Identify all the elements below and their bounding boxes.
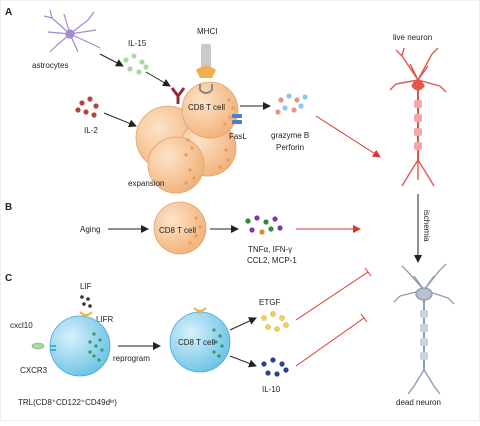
arrow-cell-to-il10 bbox=[229, 355, 257, 368]
il15-receptor-icon bbox=[170, 87, 186, 104]
il10-label: IL-10 bbox=[262, 385, 281, 394]
fasl-label: FasL bbox=[229, 132, 247, 141]
etgf-dots bbox=[261, 311, 289, 332]
lifr-label: LIFR bbox=[96, 315, 114, 324]
il2-dots bbox=[75, 96, 99, 118]
arrow-il2-to-cells bbox=[103, 112, 137, 128]
cd8-cell-label-b: CD8 T cell bbox=[159, 226, 196, 235]
cxcr3-label: CXCR3 bbox=[20, 366, 48, 375]
il2-label: IL-2 bbox=[84, 126, 98, 135]
etgf-label: ETGF bbox=[259, 298, 280, 307]
lif-label: LIF bbox=[80, 282, 92, 291]
cytokines-label-2: CCL2, MCP-1 bbox=[247, 256, 297, 265]
dead-neuron-myelin bbox=[420, 310, 428, 360]
granzyme-label: grazyme B bbox=[271, 131, 309, 140]
mhci-icon bbox=[196, 44, 216, 78]
arrow-astrocyte-to-il15 bbox=[99, 53, 124, 67]
panel-label-b: B bbox=[5, 202, 12, 213]
expansion-label: expansion bbox=[128, 179, 164, 188]
astrocytes-label: astrocytes bbox=[32, 61, 68, 70]
live-neuron-label: live neuron bbox=[393, 33, 432, 42]
ischemia-label: ischemia bbox=[422, 210, 431, 242]
cxcl10-label: cxcl10 bbox=[10, 321, 33, 330]
il15-label: IL-15 bbox=[128, 39, 147, 48]
inhibit-il10 bbox=[295, 313, 368, 367]
aging-label: Aging bbox=[80, 225, 100, 234]
cd8-cell-b bbox=[153, 201, 207, 255]
cxcr3-receptor-icon bbox=[50, 345, 56, 351]
cd8-cell-cluster bbox=[135, 81, 242, 194]
dead-neuron-label: dead neuron bbox=[396, 398, 441, 407]
tcr-receptor-icon bbox=[199, 84, 213, 94]
cxcl10-icon bbox=[31, 342, 45, 350]
il15-dots bbox=[123, 53, 149, 75]
perforin-label: Perforin bbox=[276, 143, 304, 152]
mhci-label: MHCI bbox=[197, 27, 217, 36]
granzyme-dots bbox=[275, 93, 308, 115]
cd8-cell-label-c: CD8 T cell bbox=[178, 338, 215, 347]
arrow-granzyme-to-neuron bbox=[315, 115, 381, 158]
lifr-receptor-icon bbox=[79, 311, 93, 318]
cd8-cell-c bbox=[169, 307, 231, 373]
trl-label: TRL(CD8⁺CD122⁺CD49dˡᵒ) bbox=[18, 398, 117, 407]
astrocyte-icon bbox=[43, 9, 101, 53]
panel-label-c: C bbox=[5, 273, 12, 284]
trl-cell bbox=[49, 311, 111, 377]
panel-label-a: A bbox=[5, 7, 12, 18]
lif-dots bbox=[80, 295, 92, 308]
cd8-cell-label-a: CD8 T cell bbox=[188, 103, 225, 112]
fasl-receptor-icon bbox=[232, 114, 242, 124]
il10-dots bbox=[261, 357, 289, 377]
neuron-myelin bbox=[414, 100, 422, 150]
arrow-cell-to-etgf bbox=[229, 317, 257, 331]
cytokines-label-1: TNFα, IFN-γ bbox=[248, 245, 292, 254]
live-neuron-icon bbox=[389, 47, 447, 187]
cytokine-dots bbox=[245, 215, 283, 235]
inhibit-etgf bbox=[295, 267, 372, 321]
arrow-il15-to-receptor bbox=[145, 71, 171, 87]
reprogram-label: reprogram bbox=[113, 354, 150, 363]
